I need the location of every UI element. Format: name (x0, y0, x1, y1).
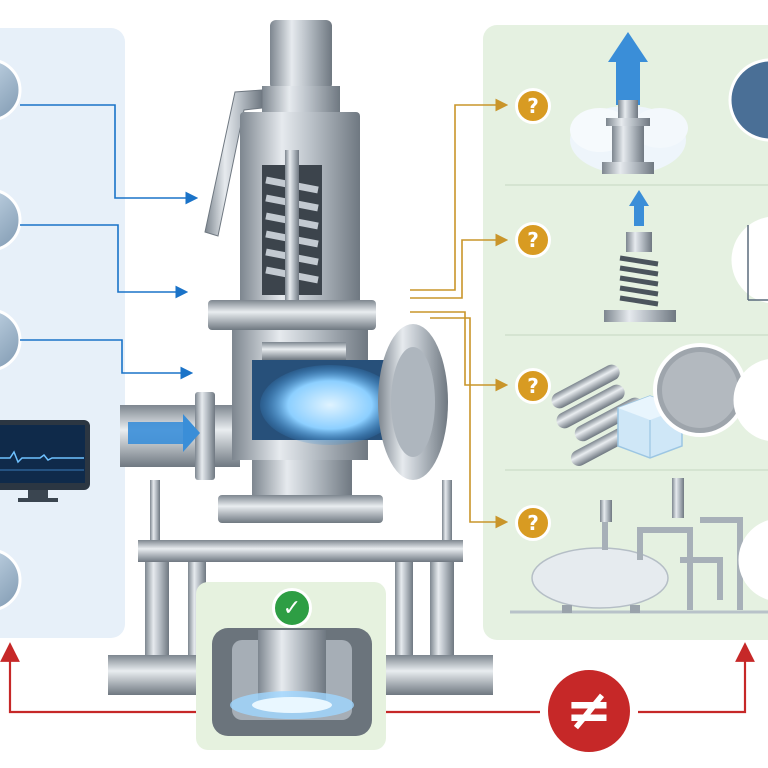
graph-bubble (731, 217, 768, 303)
left-factors-panel (0, 28, 199, 638)
question-badge-4: ? (515, 505, 551, 541)
question-mark-icon: ? (527, 94, 539, 118)
spring-illustration (604, 190, 676, 322)
gold-arrow-1 (410, 98, 509, 291)
fluid-flow (260, 365, 400, 445)
question-badge-3: ? (515, 368, 551, 404)
left-bubble-5 (0, 550, 22, 610)
not-equal-badge: ≠ (543, 665, 635, 757)
check-badge: ✓ (272, 588, 312, 628)
right-bubble-3 (733, 359, 768, 441)
left-bubble-1 (0, 60, 22, 120)
gold-arrow-2 (410, 233, 509, 299)
blue-arrow-3 (20, 339, 194, 380)
seat-detail-inset (196, 582, 386, 750)
feedback-loop (0, 642, 755, 714)
right-bubble-1 (728, 58, 768, 142)
red-line-left (0, 642, 196, 714)
not-equal-icon: ≠ (565, 678, 613, 743)
gold-arrow-4 (430, 317, 509, 529)
right-bubble-4 (738, 520, 768, 600)
blue-arrow-1 (20, 104, 199, 205)
check-icon: ✓ (282, 595, 302, 621)
metal-sample-disc (653, 343, 747, 437)
monitor-icon (0, 420, 90, 502)
question-badge-1: ? (515, 88, 551, 124)
question-mark-icon: ? (527, 228, 539, 252)
red-line-right (638, 642, 755, 714)
safety-valve (204, 20, 448, 523)
lever-handle (204, 89, 263, 237)
inlet-pipe (120, 392, 240, 480)
gold-arrow-3 (410, 311, 509, 392)
inlet-flow-arrow (183, 414, 200, 452)
question-mark-icon: ? (527, 511, 539, 535)
cloud-discharge-illustration (570, 32, 688, 174)
left-bubble-2 (0, 190, 22, 250)
plant-piping-illustration (510, 478, 768, 614)
question-badge-2: ? (515, 222, 551, 258)
question-mark-icon: ? (527, 374, 539, 398)
right-outcomes-panel (410, 25, 768, 640)
blue-arrow-2 (20, 224, 189, 299)
